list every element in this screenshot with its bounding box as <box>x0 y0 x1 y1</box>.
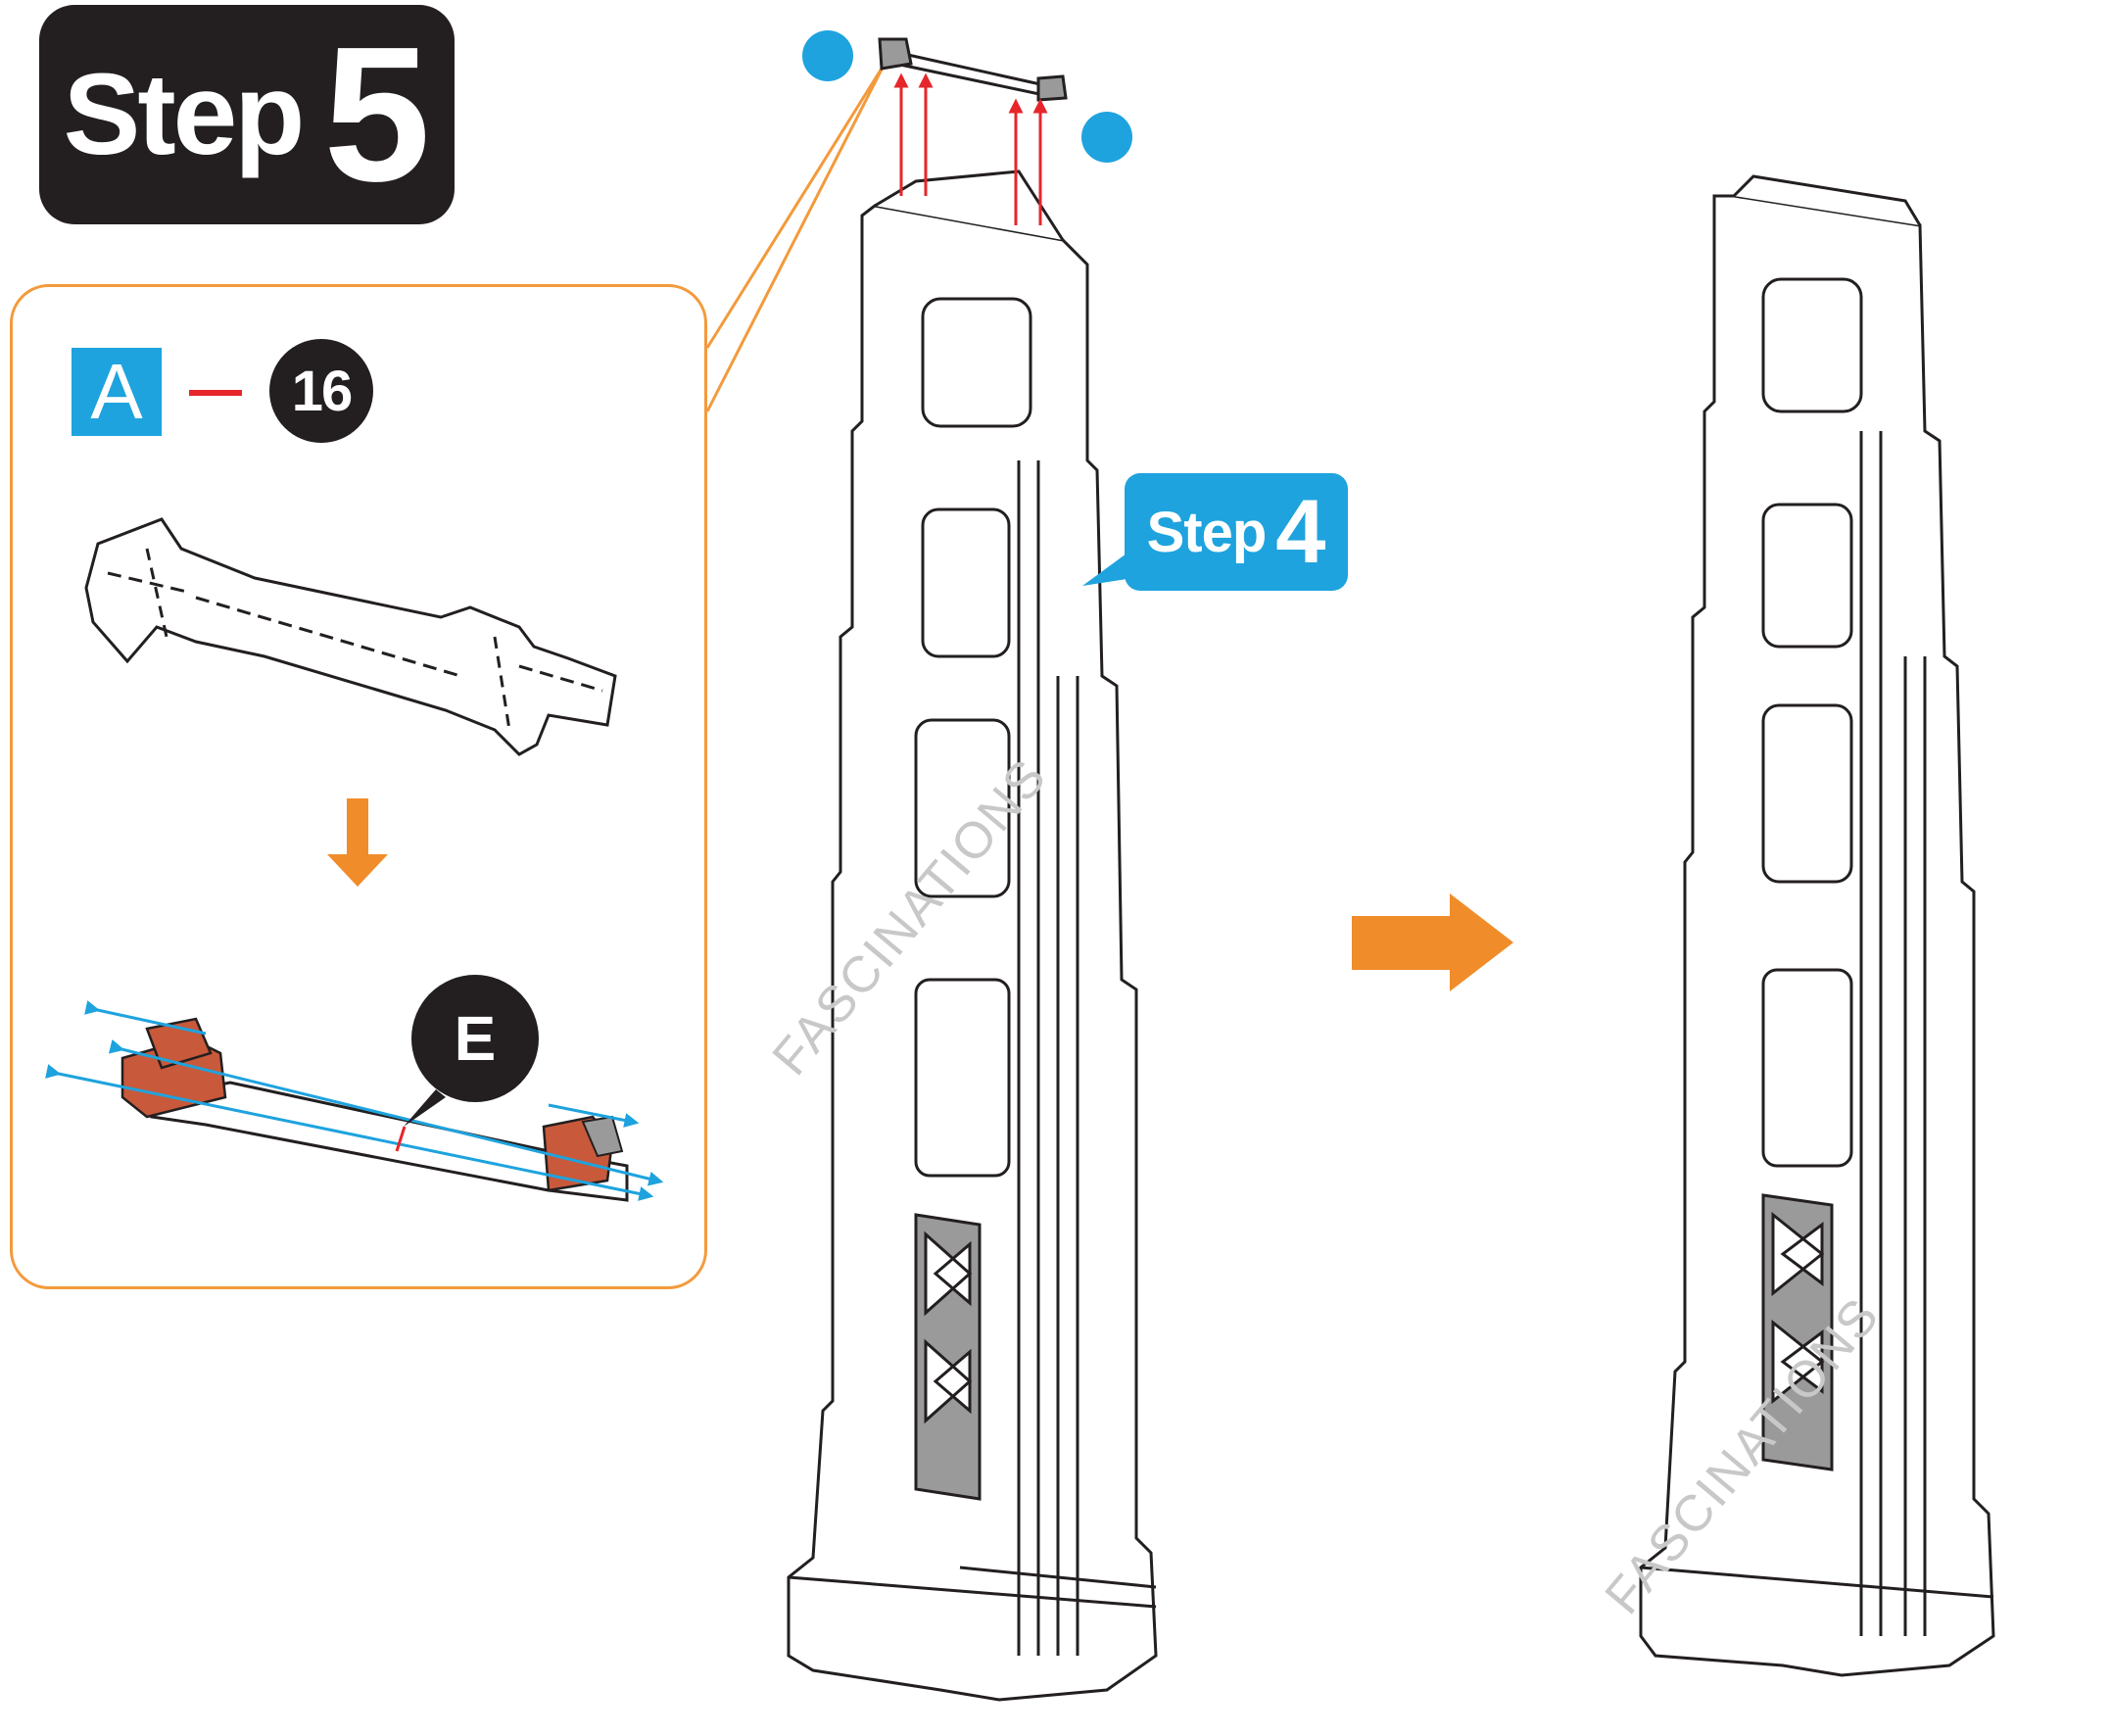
insert-arrows <box>893 72 1048 225</box>
reference-step-number: 4 <box>1275 482 1326 582</box>
reference-step-word: Step <box>1146 500 1268 564</box>
tower-left <box>787 169 1158 1702</box>
tower-right <box>1639 174 1995 1677</box>
top-crossbar <box>878 37 1068 102</box>
reference-step-badge: Step 4 <box>1125 473 1348 591</box>
blue-dot-right <box>1081 112 1132 163</box>
callout-lines <box>705 63 887 412</box>
sheet-letter-box: A <box>72 348 162 436</box>
callout-label-e: E <box>411 975 539 1102</box>
blue-dot-left <box>802 30 853 81</box>
right-arrow <box>1352 893 1513 991</box>
part-number-badge: 16 <box>269 339 373 443</box>
step-badge: Step 5 <box>39 5 455 224</box>
step-badge-number: 5 <box>323 7 431 221</box>
step-badge-word: Step <box>63 50 306 179</box>
sheet-part-separator <box>189 390 242 396</box>
